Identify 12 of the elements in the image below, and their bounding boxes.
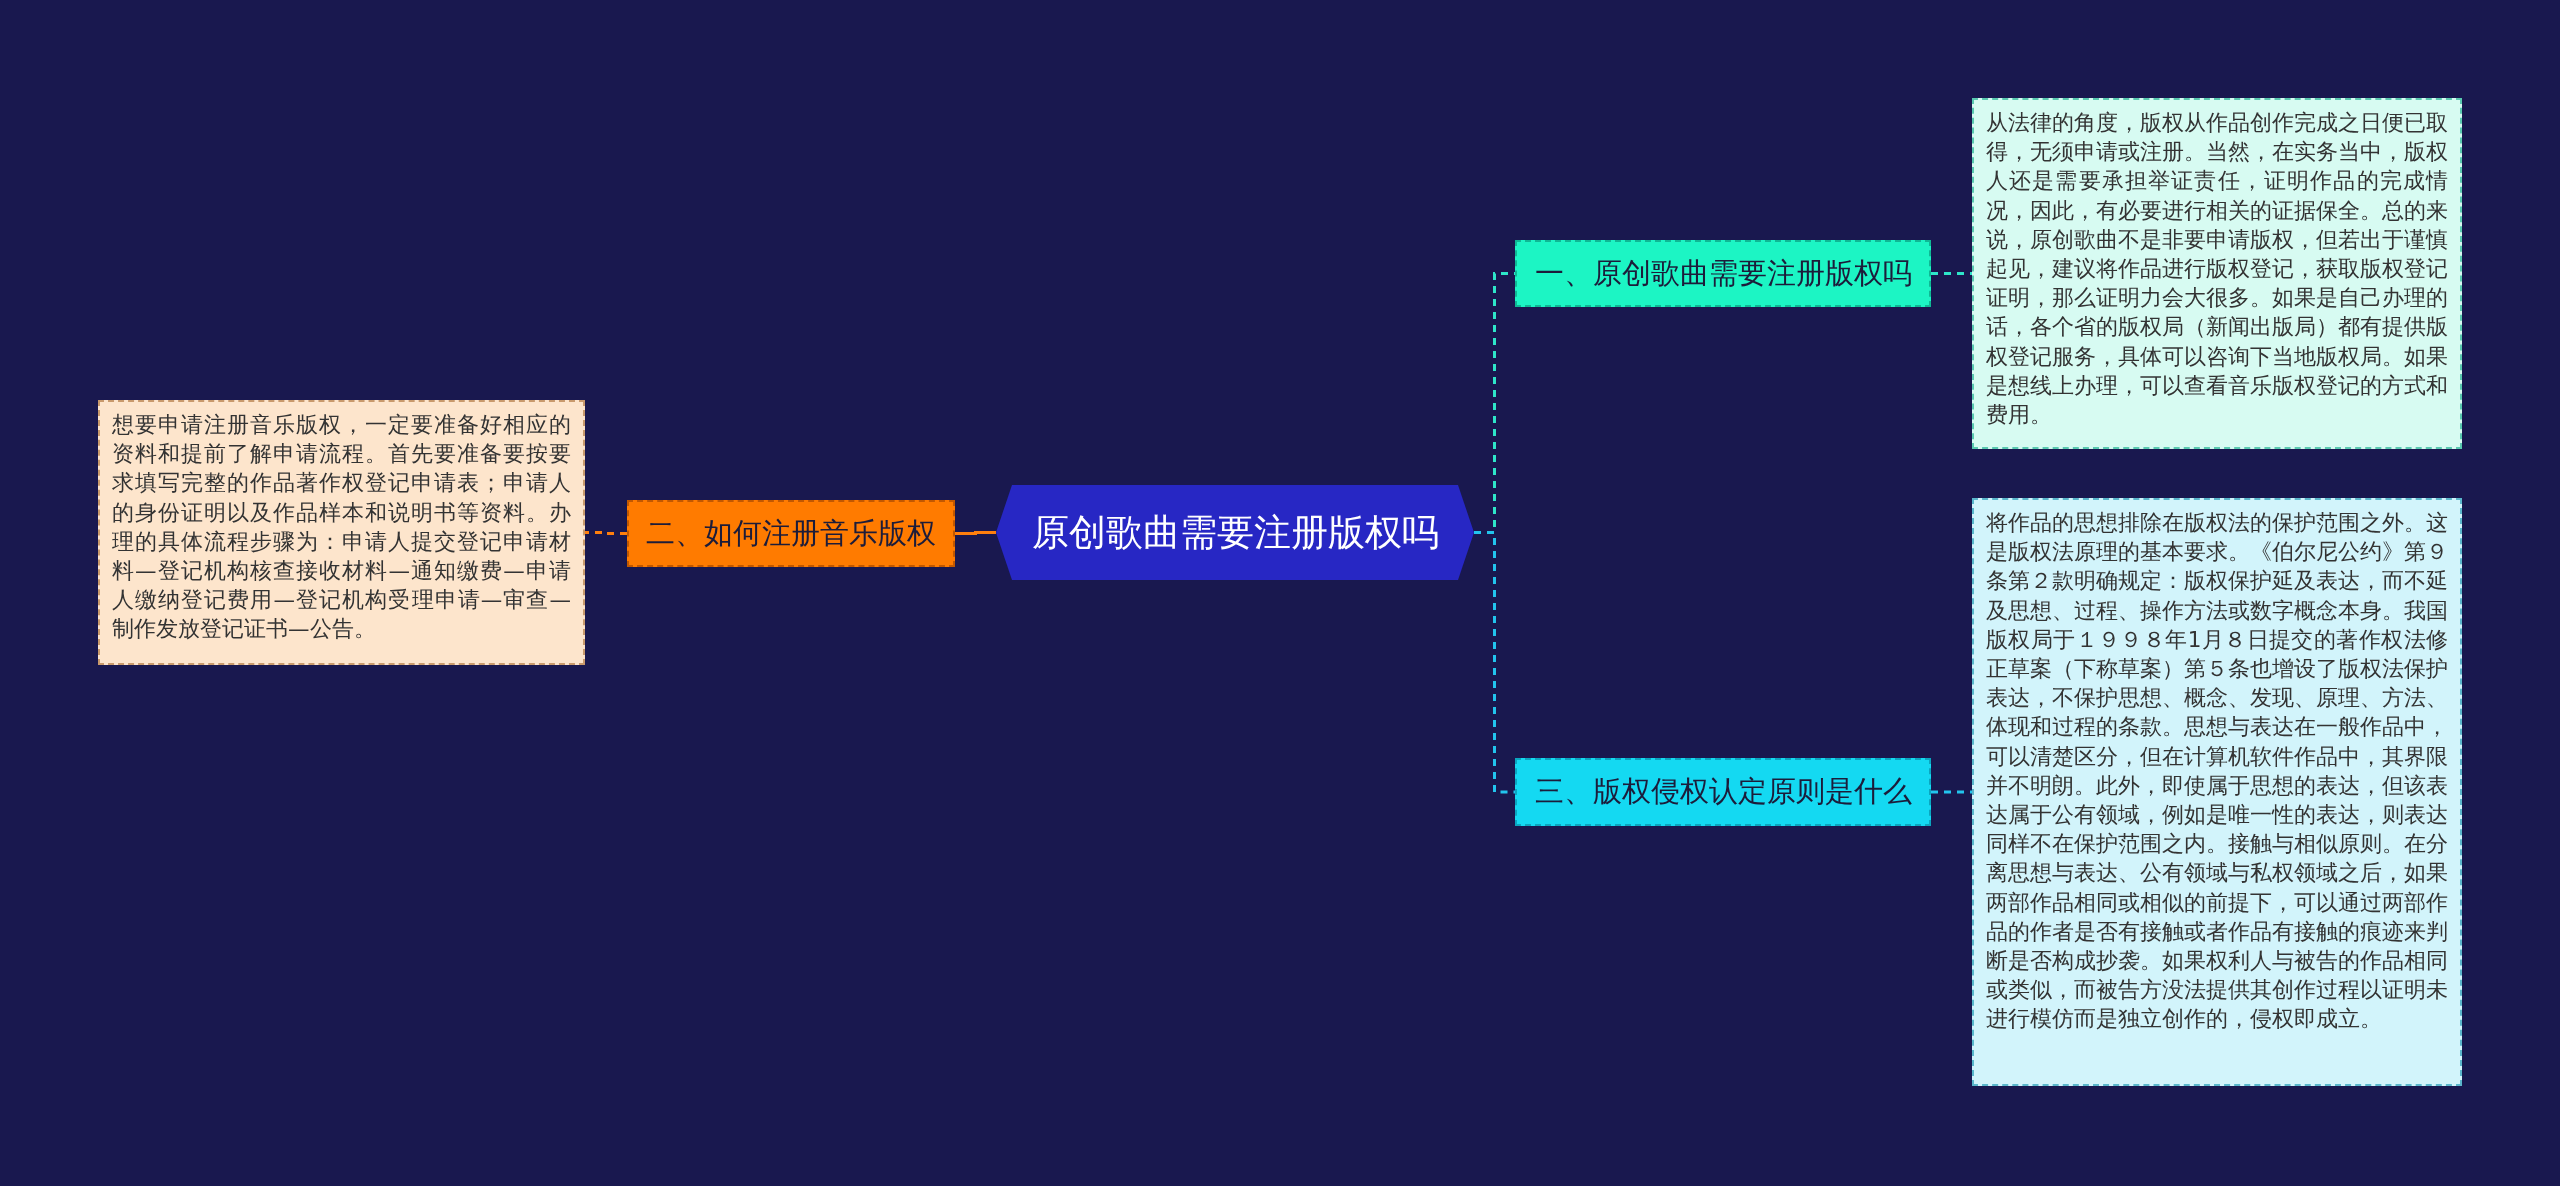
subtopic-box: 一、原创歌曲需要注册版权吗	[1515, 240, 1931, 307]
connector-line	[585, 531, 627, 535]
subtopic-box: 三、版权侵权认定原则是什么	[1515, 758, 1931, 826]
note-box: 想要申请注册音乐版权，一定要准备好相应的资料和提前了解申请流程。首先要准备要按要求填写完整的作品著作权登记申请表；申请人的身份证明以及作品样本和说明书等资料。办理的具体流程步骤为：申请人提交登记申请材料—登记机构核查接收材料—通知缴费—申请人缴纳登记费用—登记机构受理申请—审查—制作发放登记证书—公告。	[98, 400, 585, 665]
connector-line	[1474, 531, 1515, 794]
connector-line	[955, 531, 996, 535]
connector-line	[1931, 790, 1972, 794]
topic-hexagon: 原创歌曲需要注册版权吗	[996, 485, 1474, 580]
subtopic-box: 二、如何注册音乐版权	[627, 500, 955, 567]
note-box: 从法律的角度，版权从作品创作完成之日便已取得，无须申请或注册。当然，在实务当中，版权人还是需要承担举证责任，证明作品的完成情况，因此，有必要进行相关的证据保全。总的来说，原创歌曲不是非要申请版权，但若出于谨慎起见，建议将作品进行版权登记，获取版权登记证明，那么证明力会大很多。如果是自己办理的话，各个省的版权局（新闻出版局）都有提供版权登记服务，具体可以咨询下当地版权局。如果是想线上办理，可以查看音乐版权登记的方式和费用。	[1972, 98, 2462, 449]
note-box: 将作品的思想排除在版权法的保护范围之外。这是版权法原理的基本要求。《伯尔尼公约》第９条第２款明确规定：版权保护延及表达，而不延及思想、过程、操作方法或数字概念本身。我国版权局于１９９８年1月８日提交的著作权法修正草案（下称草案）第５条也增设了版权法保护表达，不保护思想、概念、发现、原理、方法、体现和过程的条款。思想与表达在一般作品中，可以清楚区分，但在计算机软件作品中，其界限并不明朗。此外，即使属于思想的表达，但该表达属于公有领域，例如是唯一性的表达，则表达同样不在保护范围之内。接触与相似原则。在分离思想与表达、公有领域与私权领域之后，如果两部作品相同或相似的前提下，可以通过两部作品的作者是否有接触或者作品有接触的痕迹来判断是否构成抄袭。如果权利人与被告的作品相同或类似，而被告方没法提供其创作过程以证明未进行模仿而是独立创作的，侵权即成立。	[1972, 498, 2462, 1086]
connector-line	[1931, 272, 1972, 275]
